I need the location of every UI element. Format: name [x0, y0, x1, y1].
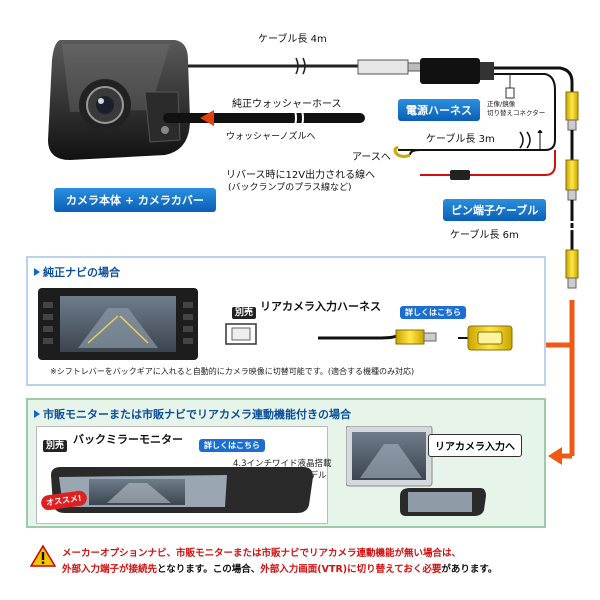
switch-connector-label-2: 切り替えコネクター: [487, 109, 546, 117]
mirror-sold-badge: 別売: [43, 433, 68, 452]
warning-icon: [30, 544, 56, 567]
warning-line2-a: 外部入力端子が接続先: [62, 564, 158, 575]
oem-sold-badge: 別売: [232, 300, 257, 319]
camera-body-tag: カメラ本体 + カメラカバー: [54, 188, 216, 212]
aftermarket-panel-title: 市販モニターまたは市販ナビでリアカメラ連動機能付きの場合: [34, 406, 351, 422]
aftermarket-panel: 市販モニターまたは市販ナビでリアカメラ連動機能付きの場合 別売 バックミラーモニ…: [26, 398, 546, 528]
aftermarket-panel-title-text: 市販モニターまたは市販ナビでリアカメラ連動機能付きの場合: [43, 408, 351, 421]
oem-detail-button[interactable]: 詳しくはこちら: [400, 300, 466, 319]
reverse-12v-note: (バックランプのプラス線など): [228, 183, 352, 193]
mirror-detail-button-text[interactable]: 詳しくはこちら: [199, 439, 265, 452]
power-harness-tag: 電源ハーネス: [398, 99, 480, 121]
oem-detail-button-text[interactable]: 詳しくはこちら: [400, 306, 466, 319]
warning-line2-c: 外部入力画面(VTR)に切り替えておく必要: [260, 564, 442, 575]
pin-cable-tag: ピン端子ケーブル: [443, 199, 547, 221]
mirror-name: バックミラーモニター: [73, 433, 183, 446]
oem-note: ※シフトレバーをバックギアに入れると自動的にカメラ映像に切替可能です。(適合する…: [50, 367, 415, 376]
oem-sold-badge-text: 別売: [232, 307, 257, 319]
oem-panel-title-text: 純正ナビの場合: [43, 266, 120, 279]
mirror-monitor-image: [51, 467, 313, 513]
triangle-icon: [34, 268, 40, 276]
mirror-sold-badge-text: 別売: [43, 440, 68, 452]
oem-harness-name: リアカメラ入力ハーネス: [260, 300, 381, 313]
harness-cable-image: [318, 325, 513, 351]
washer-nozzle-label: ウォッシャーノズルへ: [226, 132, 316, 142]
oem-panel-title: 純正ナビの場合: [34, 264, 120, 280]
triangle-icon: [34, 410, 40, 418]
aftermarket-monitor-image: [346, 426, 486, 516]
warning-line2-d: があります。: [441, 564, 498, 575]
mirror-spec-line1: 4.3インチワイド液晶搭載: [233, 459, 332, 469]
mirror-detail-button[interactable]: 詳しくはこちら: [199, 433, 265, 452]
switch-connector-label-1: 正像/鏡像: [487, 100, 516, 108]
warning-line2-b: となります。この場合、: [157, 564, 261, 575]
cable-length-6m-label: ケーブル長 6m: [450, 230, 519, 241]
harness-connector-image: [225, 323, 257, 345]
oem-navi-image: [38, 288, 198, 360]
rear-camera-input-label: リアカメラ入力へ: [428, 434, 522, 457]
warning-line2: 外部入力端子が接続先となります。この場合、外部入力画面(VTR)に切り替えておく…: [62, 561, 497, 575]
mirror-monitor-card: 別売 バックミラーモニター 詳しくはこちら 4.3インチワイド液晶搭載 ミラー独…: [36, 426, 332, 524]
cable-length-3m-label: ケーブル長 3m: [426, 134, 495, 145]
ground-label: アースへ: [352, 152, 391, 163]
reverse-12v-label: リバース時に12V出力される線へ: [226, 170, 376, 181]
oem-navi-panel: 純正ナビの場合 別売 リアカメラ入力ハーネス 詳しくはこちら ※シフトレバーをバ…: [26, 256, 546, 386]
cable-length-4m-label: ケーブル長 4m: [258, 34, 327, 45]
camera-body-image: [48, 40, 190, 160]
washer-hose-label: 純正ウォッシャーホース: [232, 99, 342, 110]
warning-line1: メーカーオプションナビ、市販モニターまたは市販ナビでリアカメラ連動機能が無い場合…: [62, 548, 462, 559]
